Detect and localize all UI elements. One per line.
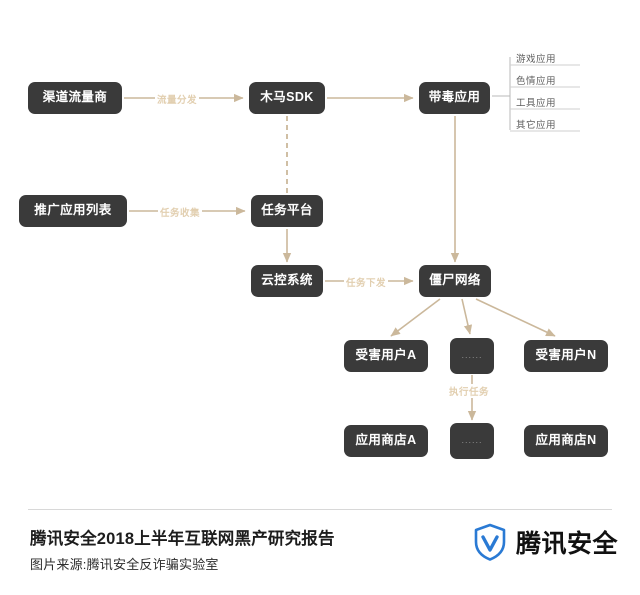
edge-label-traffic-distribution: 流量分发 (155, 92, 200, 106)
footer: 腾讯安全2018上半年互联网黑产研究报告 图片来源:腾讯安全反诈骗实验室 腾讯安… (0, 495, 640, 595)
node-channel-traffic[interactable]: 渠道流量商 (28, 82, 122, 114)
node-label: 僵尸网络 (429, 273, 481, 288)
node-victim-user-ellipsis[interactable]: ...... (450, 338, 494, 374)
shield-icon-svg (474, 523, 506, 561)
node-label: 带毒应用 (428, 90, 481, 105)
node-label: 云控系统 (261, 273, 313, 288)
image-source-text: 图片来源:腾讯安全反诈骗实验室 (30, 557, 219, 572)
edge-botnet-to-victim-n (475, 298, 556, 337)
node-victim-user-a[interactable]: 受害用户A (344, 340, 428, 372)
branch-label-game-apps: 游戏应用 (516, 54, 557, 65)
edge-label-task-dispatch: 任务下发 (344, 275, 389, 289)
node-label: 推广应用列表 (34, 203, 112, 218)
branch-label-other-apps: 其它应用 (516, 120, 557, 131)
node-cloud-control-system[interactable]: 云控系统 (251, 265, 323, 297)
node-botnet[interactable]: 僵尸网络 (419, 265, 491, 297)
node-poisoned-app[interactable]: 带毒应用 (419, 82, 490, 114)
edge-label-task-collection: 任务收集 (158, 205, 203, 219)
node-label: ...... (461, 350, 483, 361)
edge-botnet-to-victim-mid (461, 298, 473, 335)
node-label: 应用商店A (355, 433, 417, 448)
footer-divider (28, 509, 612, 510)
branch-label-porn-apps: 色情应用 (516, 76, 557, 87)
diagram-canvas: 渠道流量商 木马SDK 带毒应用 推广应用列表 任务平台 云控系统 僵尸网络 受… (19, 54, 608, 459)
shield-icon (473, 523, 507, 561)
node-label: 木马SDK (260, 90, 314, 105)
report-title: 腾讯安全2018上半年互联网黑产研究报告 (30, 530, 335, 548)
branch-label-tool-apps: 工具应用 (516, 98, 557, 109)
node-label: 受害用户A (355, 348, 417, 363)
node-label: 受害用户N (535, 348, 597, 363)
node-task-platform[interactable]: 任务平台 (251, 195, 323, 227)
node-label: 渠道流量商 (42, 90, 108, 105)
node-victim-user-n[interactable]: 受害用户N (524, 340, 608, 372)
node-app-store-ellipsis[interactable]: ...... (450, 423, 494, 459)
edge-label-execute-task: 执行任务 (447, 384, 492, 398)
brand-name: 腾讯安全 (515, 530, 618, 558)
edge-botnet-to-victim-a (390, 298, 441, 337)
node-promo-app-list[interactable]: 推广应用列表 (19, 195, 127, 227)
brand-logo: 腾讯安全 (473, 523, 618, 561)
node-label: 应用商店N (535, 433, 597, 448)
node-label: 任务平台 (261, 203, 313, 218)
node-trojan-sdk[interactable]: 木马SDK (249, 82, 325, 114)
node-label: ...... (461, 435, 483, 446)
node-app-store-n[interactable]: 应用商店N (524, 425, 608, 457)
node-app-store-a[interactable]: 应用商店A (344, 425, 428, 457)
